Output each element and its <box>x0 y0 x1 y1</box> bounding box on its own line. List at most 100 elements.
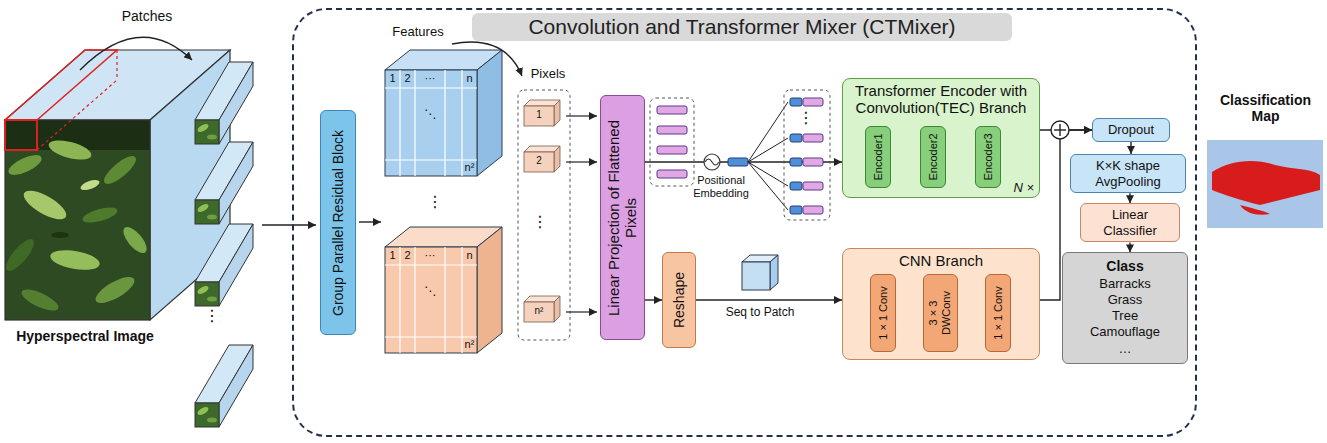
list-item: Camouflage <box>1067 324 1183 340</box>
pixel-column <box>518 90 570 340</box>
patch-bars <box>195 345 253 427</box>
text-label: 1 <box>385 249 400 262</box>
feature-cube <box>385 336 477 337</box>
text-label: 2 <box>400 249 415 262</box>
flow-arrow <box>1129 242 1130 252</box>
block-label: Encoder1 <box>872 131 885 183</box>
branch-title: Transformer Encoder with Convolution(TEC… <box>843 79 1039 117</box>
hyperspectral-cube <box>79 178 101 192</box>
list-item: Grass <box>1067 292 1183 308</box>
conv-block: 1 × 1 Conv <box>985 274 1011 352</box>
text-label: n² <box>524 305 554 317</box>
flow-arrow <box>359 221 381 222</box>
sum-symbol <box>1051 121 1069 139</box>
pixel-column <box>524 146 560 172</box>
text-label: n² <box>462 338 477 351</box>
hyperspectral-cube <box>19 285 61 315</box>
hyperspectral-cube <box>47 137 94 164</box>
hyperspectral-cube <box>119 223 150 257</box>
patch-cube <box>770 255 778 290</box>
text-label: Classification Map <box>1208 92 1323 124</box>
curved-arrow <box>80 37 192 70</box>
hyperspectral-cube <box>5 120 150 320</box>
text-label: Seq to Patch <box>722 305 798 319</box>
token-column <box>657 106 687 114</box>
text-label: 2 <box>400 72 415 85</box>
hyperspectral-cube <box>116 50 117 80</box>
patch-bars <box>195 62 253 144</box>
sum-symbol <box>1051 121 1069 139</box>
branch-title: CNN Branch <box>843 249 1039 269</box>
pixel-column <box>524 296 560 322</box>
fan-lines <box>748 162 788 210</box>
text-label: n² <box>462 161 477 174</box>
text-label: ··· <box>415 72 445 85</box>
feature-cube <box>385 70 477 176</box>
flow-arrow <box>645 299 663 300</box>
region-title: Convolution and Transformer Mixer (CTMix… <box>472 13 1012 41</box>
token-column <box>657 126 687 134</box>
list-item: … <box>1067 341 1183 357</box>
feature-cube <box>385 247 477 353</box>
hyperspectral-cube <box>100 152 140 188</box>
branch-panel: Transformer Encoder with Convolution(TEC… <box>842 78 1040 198</box>
flow-arrow <box>1130 142 1131 154</box>
token-column <box>790 182 823 190</box>
token-column <box>790 98 823 106</box>
curved-arrow <box>452 42 522 76</box>
conv-block: 1 × 1 Conv <box>870 274 896 352</box>
hyperspectral-cube <box>81 205 119 226</box>
text-label: ⋮ <box>425 192 445 211</box>
sum-symbol <box>1059 124 1060 136</box>
block-label: K×K shape AvgPooling <box>1071 155 1185 192</box>
hyperspectral-cube <box>5 120 37 150</box>
text-label: 1 <box>524 109 554 121</box>
token-column <box>650 98 694 186</box>
repeat-label: N × <box>1013 180 1034 195</box>
hyperspectral-cube <box>5 235 38 275</box>
hyperspectral-cube <box>92 272 138 308</box>
feature-cube <box>477 227 502 353</box>
block-label: Linear Projection of Flattened Pixels <box>605 100 640 335</box>
block-label: Encoder2 <box>927 131 940 183</box>
token-column <box>790 158 823 166</box>
patch-bars <box>195 224 253 306</box>
classification-map <box>1207 140 1323 228</box>
feature-cube <box>385 50 502 176</box>
feature-cube <box>385 159 477 160</box>
flow-arrow <box>566 161 597 162</box>
feature-cube <box>385 227 502 353</box>
flow-arrow <box>566 115 597 116</box>
text-label: n <box>462 72 477 85</box>
hyperspectral-cube <box>5 50 117 120</box>
pixel-column <box>518 90 570 340</box>
fan-lines <box>748 162 788 186</box>
hyperspectral-cube <box>51 232 69 238</box>
patch-bars <box>195 62 253 427</box>
text-label: Positional Embedding <box>686 174 756 199</box>
block-label: Group Parallel Residual Block <box>330 115 346 330</box>
pixel-column <box>524 100 560 126</box>
text-label: Hyperspectral Image <box>5 328 165 345</box>
block-label: Encoder3 <box>982 131 995 183</box>
token-column <box>657 170 687 178</box>
text-label: n <box>462 249 477 262</box>
feature-cube <box>385 70 477 176</box>
hyperspectral-cube <box>6 151 45 179</box>
text-label: Pixels <box>526 66 570 82</box>
text-label: Patches <box>112 8 182 25</box>
list-item: Barracks <box>1067 276 1183 292</box>
positional-embedding <box>728 158 748 166</box>
block-label: Reshape <box>671 257 687 343</box>
positional-embedding <box>705 159 719 165</box>
flow-arrow <box>566 116 597 312</box>
text-label: ⋮ <box>202 306 222 325</box>
classification-map <box>1240 205 1270 215</box>
positional-embedding <box>704 154 748 170</box>
patch-bars <box>195 142 253 224</box>
positional-embedding <box>704 154 720 170</box>
feature-cube <box>477 50 502 176</box>
block-label: 1 × 1 Conv <box>992 279 1005 347</box>
token-column <box>657 146 687 154</box>
